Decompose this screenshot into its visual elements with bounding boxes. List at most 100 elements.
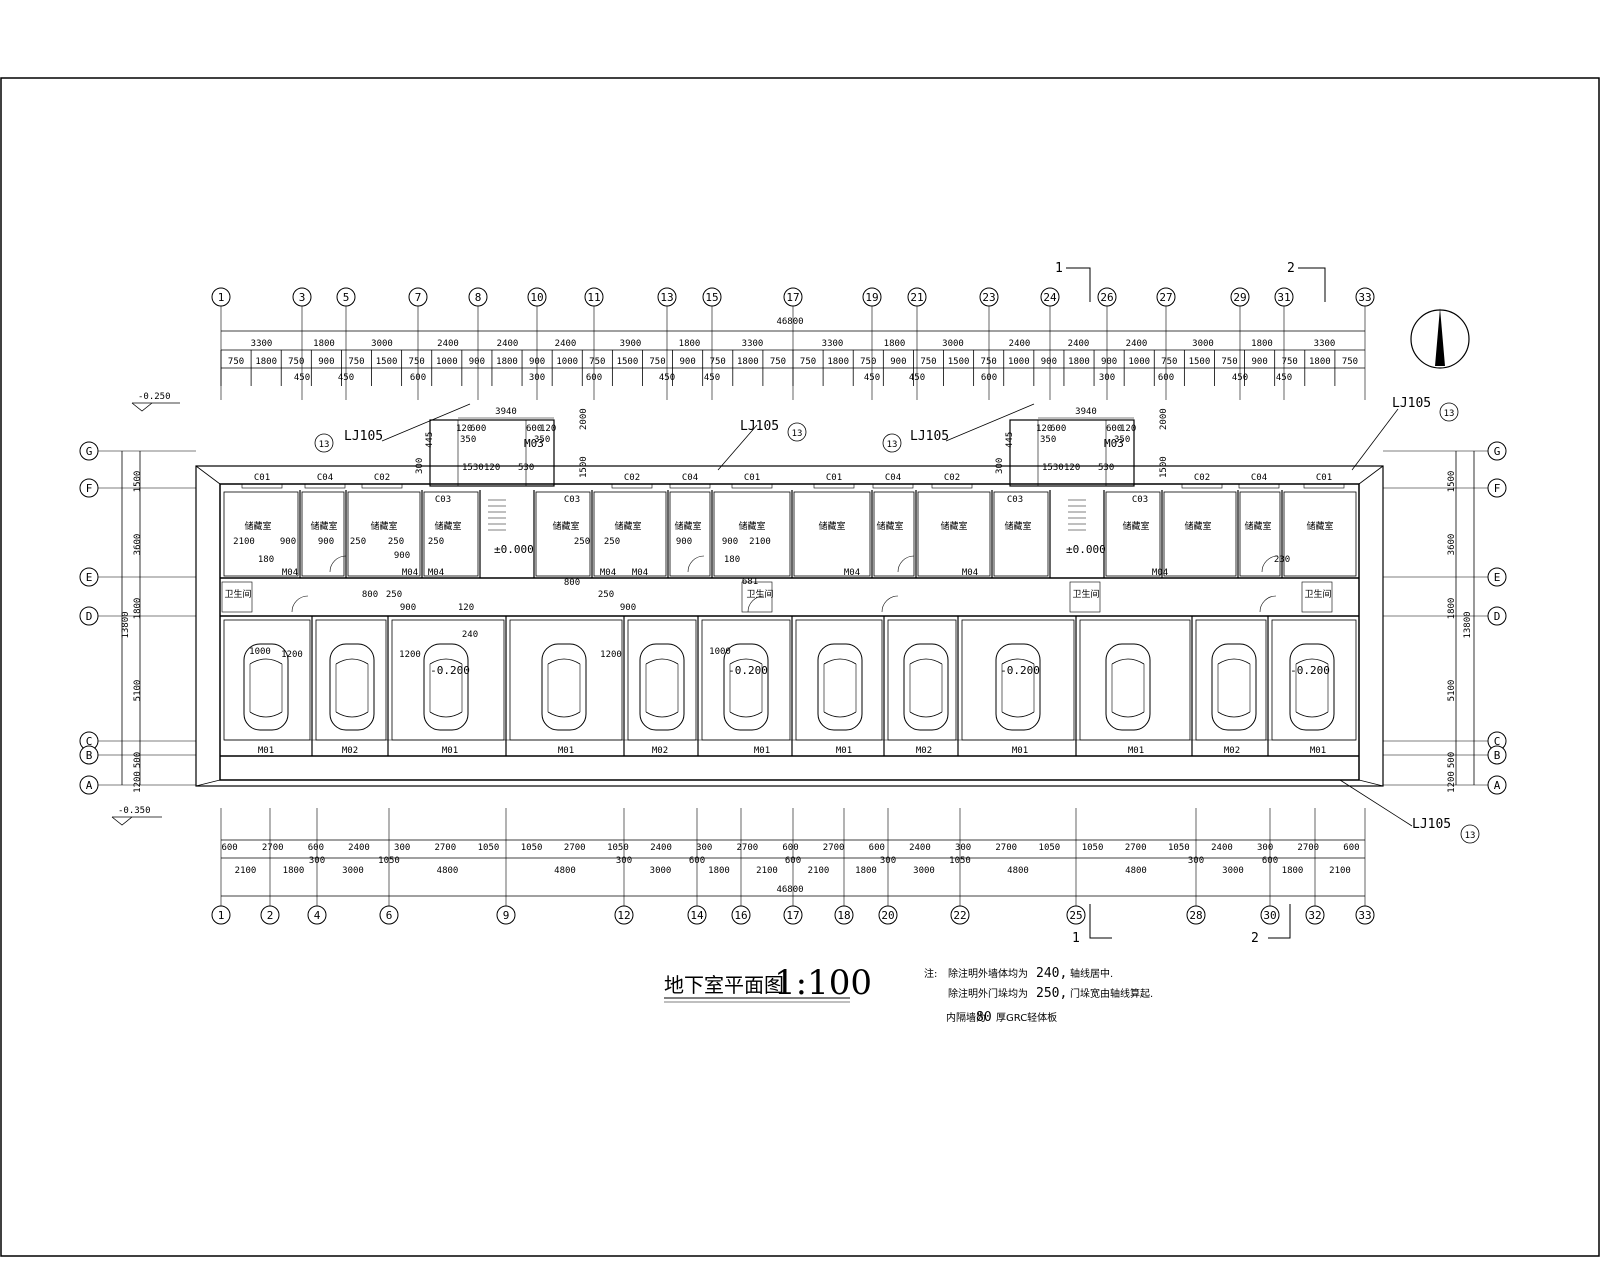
dim-text-bottom-2: 2100 <box>235 866 257 876</box>
north-arrow-icon <box>1410 308 1470 369</box>
dim-text-bottom-3: 300 <box>880 856 896 866</box>
axis-bubble-right <box>1487 478 1507 498</box>
door-swing-arc <box>291 595 309 613</box>
door-tag: M02 <box>342 746 358 756</box>
car-windshield <box>249 658 283 665</box>
axis-bubble-bottom <box>878 905 898 925</box>
dim-text-bottom-1: 2700 <box>823 843 845 853</box>
svg-text:350: 350 <box>460 435 476 445</box>
axis-label-top: 11 <box>587 291 600 304</box>
window-tag: C01 <box>744 473 760 483</box>
axis-bubble-top <box>979 287 999 307</box>
window-mark <box>241 483 283 489</box>
axis-bubble-top <box>783 287 803 307</box>
axis-bubble-bottom <box>783 905 803 925</box>
axis-label-right: G <box>1494 445 1501 458</box>
dim-text-left: 3600 <box>133 534 143 556</box>
room-label: 储藏室 <box>1004 520 1031 532</box>
inner-dim: 900 <box>318 537 334 547</box>
car-body <box>1289 643 1335 731</box>
dim-text-bottom-1: 1050 <box>607 843 629 853</box>
garage-elevation: -0.200 <box>728 664 768 677</box>
inner-dim: 681 <box>742 577 758 587</box>
dim-text-top-2: 900 <box>469 357 485 367</box>
room-label: 储藏室 <box>614 520 641 532</box>
svg-text:注:: 注: <box>924 967 937 980</box>
door-tag: M04 <box>1152 568 1168 578</box>
dim-text-top-1: 2400 <box>497 339 519 349</box>
dim-text-bottom-2: 3000 <box>913 866 935 876</box>
inner-dim: 250 <box>388 537 404 547</box>
car-icon <box>639 643 685 731</box>
utility-room-label: 卫生间 <box>1304 588 1331 600</box>
svg-text:13: 13 <box>319 440 330 450</box>
dim-text-bottom-1: 600 <box>1343 843 1359 853</box>
dim-text-bottom-1: 2700 <box>262 843 284 853</box>
axis-bubble-bottom <box>1305 905 1325 925</box>
dim-text-top-3: 600 <box>981 373 997 383</box>
window-tag: C04 <box>1251 473 1267 483</box>
axis-bubble-bottom <box>1355 905 1375 925</box>
room-label: 储藏室 <box>674 520 701 532</box>
car-icon <box>423 643 469 731</box>
axis-label-left: C <box>86 735 93 748</box>
inner-dim: 180 <box>724 555 740 565</box>
dim-text-bottom-1: 600 <box>869 843 885 853</box>
axis-bubble-bottom <box>1066 905 1086 925</box>
dim-text-bottom-1: 2700 <box>1297 843 1319 853</box>
dim-text-top-2: 750 <box>288 357 304 367</box>
detail-callout-1: LJ105 <box>344 429 383 444</box>
window-tag: C02 <box>374 473 390 483</box>
axis-label-right: C <box>1494 735 1501 748</box>
window-tag: C01 <box>826 473 842 483</box>
axis-label-top: 27 <box>1159 291 1172 304</box>
axis-bubble-top <box>657 287 677 307</box>
svg-text:600: 600 <box>526 424 542 434</box>
svg-text:300: 300 <box>415 458 425 474</box>
door-tag: M01 <box>558 746 574 756</box>
axis-label-left: B <box>86 749 93 762</box>
door-swing-arc <box>881 595 899 613</box>
car-rear <box>335 711 369 718</box>
dim-text-top-3: 600 <box>586 373 602 383</box>
inner-dim: 2100 <box>749 537 771 547</box>
car-windshield <box>729 658 763 665</box>
dim-text-bottom-1: 600 <box>308 843 324 853</box>
dim-text-top-1: 1800 <box>679 339 701 349</box>
svg-text:门垛宽由轴线算起.: 门垛宽由轴线算起. <box>1070 987 1153 1000</box>
dim-text-top-1: 3000 <box>1192 339 1214 349</box>
door-swing-arc <box>329 555 347 573</box>
car-rear <box>1001 711 1035 718</box>
axis-bubble-left <box>79 478 99 498</box>
window-mark <box>304 483 346 489</box>
dim-text-right: 500 <box>1447 752 1457 768</box>
axis-label-top: 15 <box>705 291 718 304</box>
svg-text:±0.000: ±0.000 <box>1066 543 1106 556</box>
axis-label-top: 19 <box>865 291 878 304</box>
axis-label-right: B <box>1494 749 1501 762</box>
car-windshield <box>823 658 857 665</box>
dim-text-top-2: 900 <box>529 357 545 367</box>
dim-text-top-3: 450 <box>864 373 880 383</box>
dim-text-bottom-2: 3000 <box>650 866 672 876</box>
car-windshield <box>1295 658 1329 665</box>
dim-text-top-2: 1500 <box>1189 357 1211 367</box>
dim-text-bottom-3: 600 <box>785 856 801 866</box>
dim-text-top-1: 1800 <box>884 339 906 349</box>
svg-text:除注明外门垛均为: 除注明外门垛均为 <box>948 987 1028 1000</box>
svg-text:120: 120 <box>1064 463 1080 473</box>
dim-text-top-1: 1800 <box>1251 339 1273 349</box>
axis-label-right: A <box>1494 779 1501 792</box>
inner-dim: 1000 <box>709 647 731 657</box>
axis-bubble-bottom <box>307 905 327 925</box>
axis-bubble-top <box>584 287 604 307</box>
axis-label-bottom: 30 <box>1263 909 1276 922</box>
dim-text-top-2: 900 <box>679 357 695 367</box>
dim-text-top-1: 1800 <box>313 339 335 349</box>
detail-callout-2: LJ105 <box>740 419 779 434</box>
dim-text-top-3: 450 <box>338 373 354 383</box>
dim-text-left: 500 <box>133 752 143 768</box>
svg-text:13: 13 <box>1465 831 1476 841</box>
